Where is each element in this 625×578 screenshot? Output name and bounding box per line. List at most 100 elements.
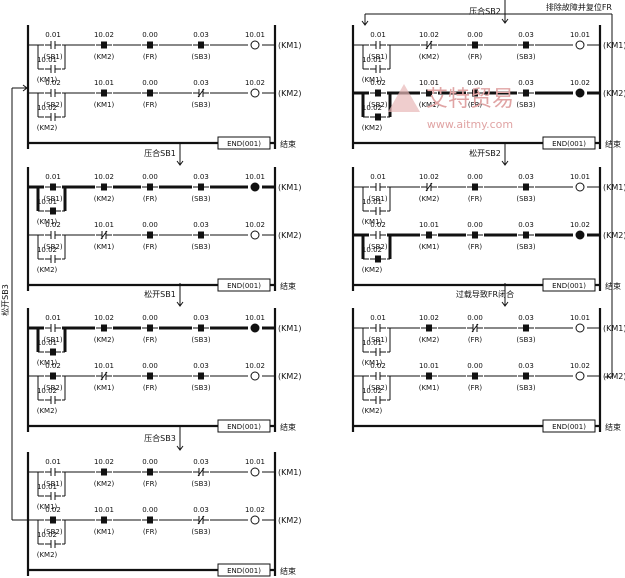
side-note: 松开SB3 — [0, 284, 10, 316]
gap — [44, 539, 62, 549]
gap — [369, 64, 387, 74]
contact-address: 0.00 — [467, 221, 483, 229]
coil-name: (KM1) — [603, 324, 625, 333]
branch-name: (KM1) — [37, 359, 58, 367]
step-label: 压合SB1 — [144, 148, 176, 158]
contact-address: 0.02 — [45, 362, 61, 370]
output-coil — [250, 515, 260, 525]
contact-address: 0.03 — [518, 362, 534, 370]
gap — [369, 206, 387, 216]
wire — [100, 230, 108, 240]
watermark-logo: 艾特贸易 www.aitmy.com — [388, 84, 514, 131]
branch-name: (KM2) — [362, 124, 383, 132]
contact-3 — [523, 372, 529, 380]
contact-1 — [101, 324, 107, 332]
arrow-head — [501, 160, 509, 166]
contact-1 — [426, 324, 432, 332]
end-instruction-box — [542, 278, 596, 292]
branch-address: 10.01 — [37, 483, 57, 491]
contact-address: 10.01 — [94, 79, 114, 87]
contact-address: 0.00 — [142, 362, 158, 370]
contact-address: 0.02 — [370, 221, 386, 229]
wire — [197, 467, 205, 477]
contact-name: (KM2) — [419, 53, 440, 61]
contact-3 — [198, 41, 204, 49]
coil-name: (KM2) — [278, 372, 301, 381]
branch-name: (KM1) — [37, 218, 58, 226]
contact-address: 10.02 — [94, 31, 114, 39]
contact-1 — [426, 231, 432, 239]
gap — [369, 323, 387, 333]
coil-address: 10.01 — [570, 31, 590, 39]
contact-3 — [523, 89, 529, 97]
arrow-head — [361, 20, 369, 26]
coil-name: (KM1) — [603, 41, 625, 50]
coil-address: 10.02 — [245, 79, 265, 87]
watermark-brand: 艾特贸易 — [426, 87, 514, 112]
branch-address: 10.02 — [362, 246, 382, 254]
coil-name: (KM2) — [278, 89, 301, 98]
step-label: 压合SB3 — [144, 433, 176, 443]
end-instruction-box — [542, 136, 596, 150]
contact-name: (FR) — [143, 243, 158, 251]
branch-name: (KM1) — [37, 503, 58, 511]
arrow-head — [501, 18, 509, 24]
contact-address: 0.01 — [370, 173, 386, 181]
arrow-head — [22, 84, 28, 92]
branch-address: 10.02 — [37, 387, 57, 395]
gap — [44, 230, 62, 240]
contact-address: 0.00 — [467, 362, 483, 370]
contact-2 — [147, 183, 153, 191]
contact-3 — [198, 324, 204, 332]
coil-address: 10.01 — [245, 458, 265, 466]
contact-2 — [472, 41, 478, 49]
contact-1 — [101, 516, 107, 524]
branch-name: (KM2) — [37, 266, 58, 274]
contact-address: 0.03 — [193, 362, 209, 370]
contact-3 — [523, 324, 529, 332]
contact-name: (SB2) — [368, 101, 387, 109]
contact-address: 0.03 — [193, 458, 209, 466]
end-note: 结束 — [280, 139, 296, 149]
contact-address: 0.00 — [142, 221, 158, 229]
contact-address: 0.00 — [467, 173, 483, 181]
contact-2 — [147, 231, 153, 239]
gap — [44, 40, 62, 50]
contact-address: 0.01 — [45, 458, 61, 466]
coil-name: (KM2) — [278, 516, 301, 525]
branch-address: 10.02 — [37, 531, 57, 539]
contact-0 — [375, 89, 381, 97]
end-instruction: END(001) — [227, 140, 261, 148]
contact-name: (KM2) — [419, 195, 440, 203]
contact-2 — [147, 41, 153, 49]
seal-in-contact — [50, 207, 56, 215]
wire — [197, 515, 205, 525]
branch-name: (KM1) — [362, 218, 383, 226]
coil-address: 10.02 — [245, 221, 265, 229]
output-coil — [250, 182, 260, 192]
contact-address: 0.02 — [45, 221, 61, 229]
output-coil — [575, 88, 585, 98]
contact-name: (SB1) — [43, 480, 62, 488]
coil-address: 10.02 — [245, 506, 265, 514]
contact-address: 10.02 — [419, 314, 439, 322]
contact-name: (FR) — [143, 195, 158, 203]
contact-address: 0.00 — [142, 31, 158, 39]
contact-3 — [198, 183, 204, 191]
contact-name: (KM1) — [94, 243, 115, 251]
contact-name: (SB3) — [191, 53, 210, 61]
branch-address: 10.01 — [37, 339, 57, 347]
contact-address: 10.01 — [419, 79, 439, 87]
contact-name: (SB3) — [191, 384, 210, 392]
contact-address: 0.03 — [193, 221, 209, 229]
contact-name: (KM1) — [419, 101, 440, 109]
logo-icon — [388, 84, 420, 112]
coil-name: (KM1) — [278, 183, 301, 192]
contact-3 — [523, 41, 529, 49]
branch-name: (KM1) — [362, 76, 383, 84]
contact-name: (FR) — [468, 384, 483, 392]
watermark-url: www.aitmy.com — [427, 118, 513, 131]
wire — [471, 323, 479, 333]
contact-1 — [426, 372, 432, 380]
gap — [369, 395, 387, 405]
